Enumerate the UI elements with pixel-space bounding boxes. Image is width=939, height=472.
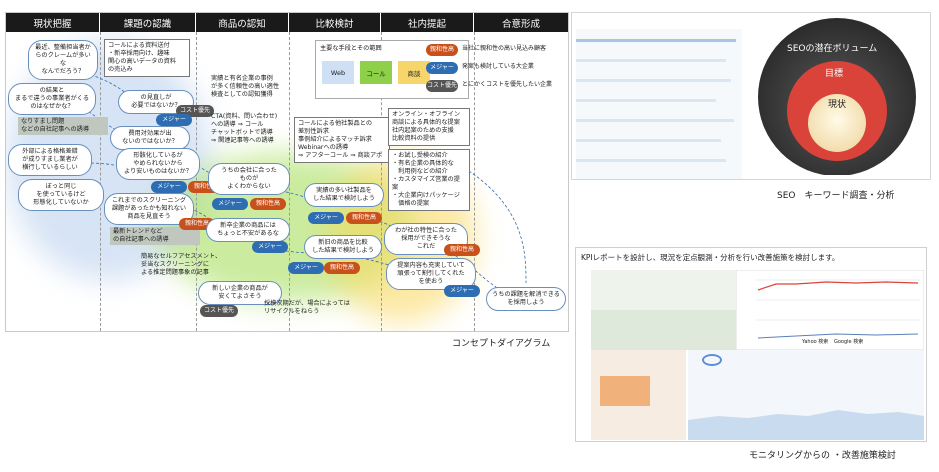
- legend-yahoo: Yahoo 検索: [802, 339, 829, 345]
- thought-cloud: 実績の多い社製品を した結果で検討しよう: [304, 183, 384, 207]
- major-tag: メジャー: [156, 114, 192, 126]
- thought-cloud: 形骸化しているが やめられないから より安いものはないか？: [116, 148, 200, 180]
- col-divider: [474, 32, 475, 331]
- major-tag: メジャー: [212, 198, 248, 210]
- inner-circle: [808, 94, 866, 152]
- thought-cloud: 新卒企業の商品には ちょっと不安があるな: [206, 218, 290, 242]
- table-line: [576, 39, 736, 42]
- thought-cloud: の結果と まるで違うの事業者がくる のはなぜかな？: [8, 83, 96, 115]
- table-line: [576, 159, 726, 162]
- thought-cloud: 最近、整備担当者からのクレームが多いな なんでだろう？: [28, 40, 98, 80]
- cost-tag: コスト優先: [200, 305, 238, 317]
- table-line: [576, 139, 721, 142]
- report-logo: [702, 354, 722, 366]
- col-header-5: 社内提起: [381, 13, 474, 32]
- major-tag: メジャー: [308, 212, 344, 224]
- seo-panel: SEOの潜在ボリューム 目標 現状: [571, 12, 931, 180]
- action-bar: なりすまし問題 などの自社記事への誘導: [18, 117, 108, 135]
- action-note: CTA(資料、問い合わせ) への誘導 ⇒ コール チャットボットで誘導 ⇒ 関連…: [211, 113, 278, 144]
- legend-google: Google 検索: [834, 339, 864, 345]
- legend-cost-text: とにかくコストを優先したい企業: [462, 81, 553, 88]
- legend-tags: 親和性高 当社に親和性の高い見込み顧客 メジャー 発案も検討している大企業 コス…: [424, 40, 566, 97]
- concept-caption: コンセプトダイアグラム: [452, 339, 551, 349]
- thought-cloud: 外部による格格差錯 が成りすまし業者が 横行しているらしい: [8, 144, 92, 176]
- thought-cloud: うちの課題を解消できる を採用しよう: [486, 287, 566, 311]
- table-line: [576, 99, 716, 102]
- col-divider: [381, 32, 382, 331]
- col-header-4: 比較検討: [289, 13, 381, 32]
- legend-call-chip: コール: [360, 61, 392, 84]
- seo-volume-diagram: [758, 18, 916, 175]
- action-box: 簡易なセルフアセスメント、 妥当なスクリーニングに よる推定問題事象の記事: [141, 253, 222, 276]
- report-bars: [600, 376, 650, 406]
- thought-cloud: これまでのスクリーニング 課題があったかも知れない 商品を見直そう: [104, 193, 194, 225]
- legend-web-chip: Web: [322, 61, 354, 84]
- affinity-tag: 親和性高: [444, 244, 480, 256]
- legend-meeting-chip: 商談: [398, 61, 430, 84]
- legend-cost-tag: コスト優先: [426, 80, 458, 92]
- thought-cloud: 費用対効果が出 ないのではないか？: [110, 126, 190, 150]
- thought-cloud: ぼっと同じ を使っているけど 形態化していないか: [18, 179, 104, 211]
- seo-caption: SEO キーワード調査・分析: [777, 191, 895, 201]
- affinity-tag: 親和性高: [324, 262, 360, 274]
- legend-major-text: 発案も検討している大企業: [462, 63, 534, 70]
- action-box: コールによる他社製品との 差別性訴求 事例紹介によるマッチ訴求 Webinarへ…: [294, 117, 390, 163]
- seo-middle-label: 目標: [825, 69, 844, 79]
- col-divider: [100, 32, 101, 331]
- action-box: コールによる資料送付 ・新卒採用向け、趣味 関心の高いデータの資料 の売込み: [104, 39, 190, 77]
- blurred-table: [576, 29, 742, 179]
- kpi-heading: KPIレポートを設計し、現況を定点観測・分析を行い改善施策を検討します。: [581, 253, 840, 262]
- table-line: [576, 79, 731, 82]
- major-tag: メジャー: [252, 241, 288, 253]
- action-box: ・お試し受検の紹介 ・有名企業の具体的な 利用例などの紹介 ・カスタマイズ営業の…: [388, 149, 470, 211]
- kpi-panel: KPIレポートを設計し、現況を定点観測・分析を行い改善施策を検討します。 Yah…: [575, 247, 927, 442]
- legend-affinity-text: 当社に親和性の高い見込み顧客: [462, 45, 547, 52]
- col-header-6: 合意形成: [474, 13, 568, 32]
- table-line: [576, 59, 726, 62]
- legend-affinity-tag: 親和性高: [426, 44, 458, 56]
- legend-title: 主要な手段とその範囲: [320, 45, 382, 52]
- action-box: オンライン・オフライン 商談による具体的な提案 社内起案のための支援 比較資料の…: [388, 108, 470, 146]
- major-tag: メジャー: [288, 262, 324, 274]
- affinity-tag: 親和性高: [346, 212, 382, 224]
- action-bar: 最新トレンドなど の自社記事への誘導: [110, 227, 200, 245]
- kpi-line-chart: [736, 270, 924, 350]
- table-line: [576, 119, 734, 122]
- col-header-3: 商品の認知: [196, 13, 289, 32]
- thought-cloud: 新旧の商品を比較 した結果で検討しよう: [304, 235, 382, 259]
- col-header-2: 課題の認識: [100, 13, 196, 32]
- seo-outer-label: SEOの潜在ボリューム: [787, 44, 878, 54]
- affinity-tag: 親和性高: [250, 198, 286, 210]
- thought-cloud: うちの会社に合った ものが よくわからない: [208, 163, 290, 195]
- seo-inner-label: 現状: [828, 100, 847, 110]
- report-thumb: [591, 310, 736, 350]
- concept-diagram: 現状把握 課題の認識 商品の認知 比較検討 社内提起 合意形成 主要な手段とその…: [5, 12, 569, 332]
- kpi-caption: モニタリングからの ・改善施策検討: [749, 451, 896, 461]
- thought-cloud: 提案内容も充実していて 頑張って割引してくれた を使おう: [386, 258, 476, 290]
- major-tag: メジャー: [151, 181, 187, 193]
- action-note: 実績と有名企業の事例 が多く信頼性の高い適性 検査としての認知獲得: [211, 75, 280, 98]
- major-tag: メジャー: [444, 285, 480, 297]
- col-header-1: 現状把握: [6, 13, 100, 32]
- action-note: 採模次期だが、場合によっては リサイクルをねらう: [264, 300, 350, 315]
- thought-cloud: 新しい企業の商品が 安くてよさそう: [198, 281, 282, 305]
- kpi-area-chart: [688, 410, 924, 440]
- legend-major-tag: メジャー: [426, 62, 458, 74]
